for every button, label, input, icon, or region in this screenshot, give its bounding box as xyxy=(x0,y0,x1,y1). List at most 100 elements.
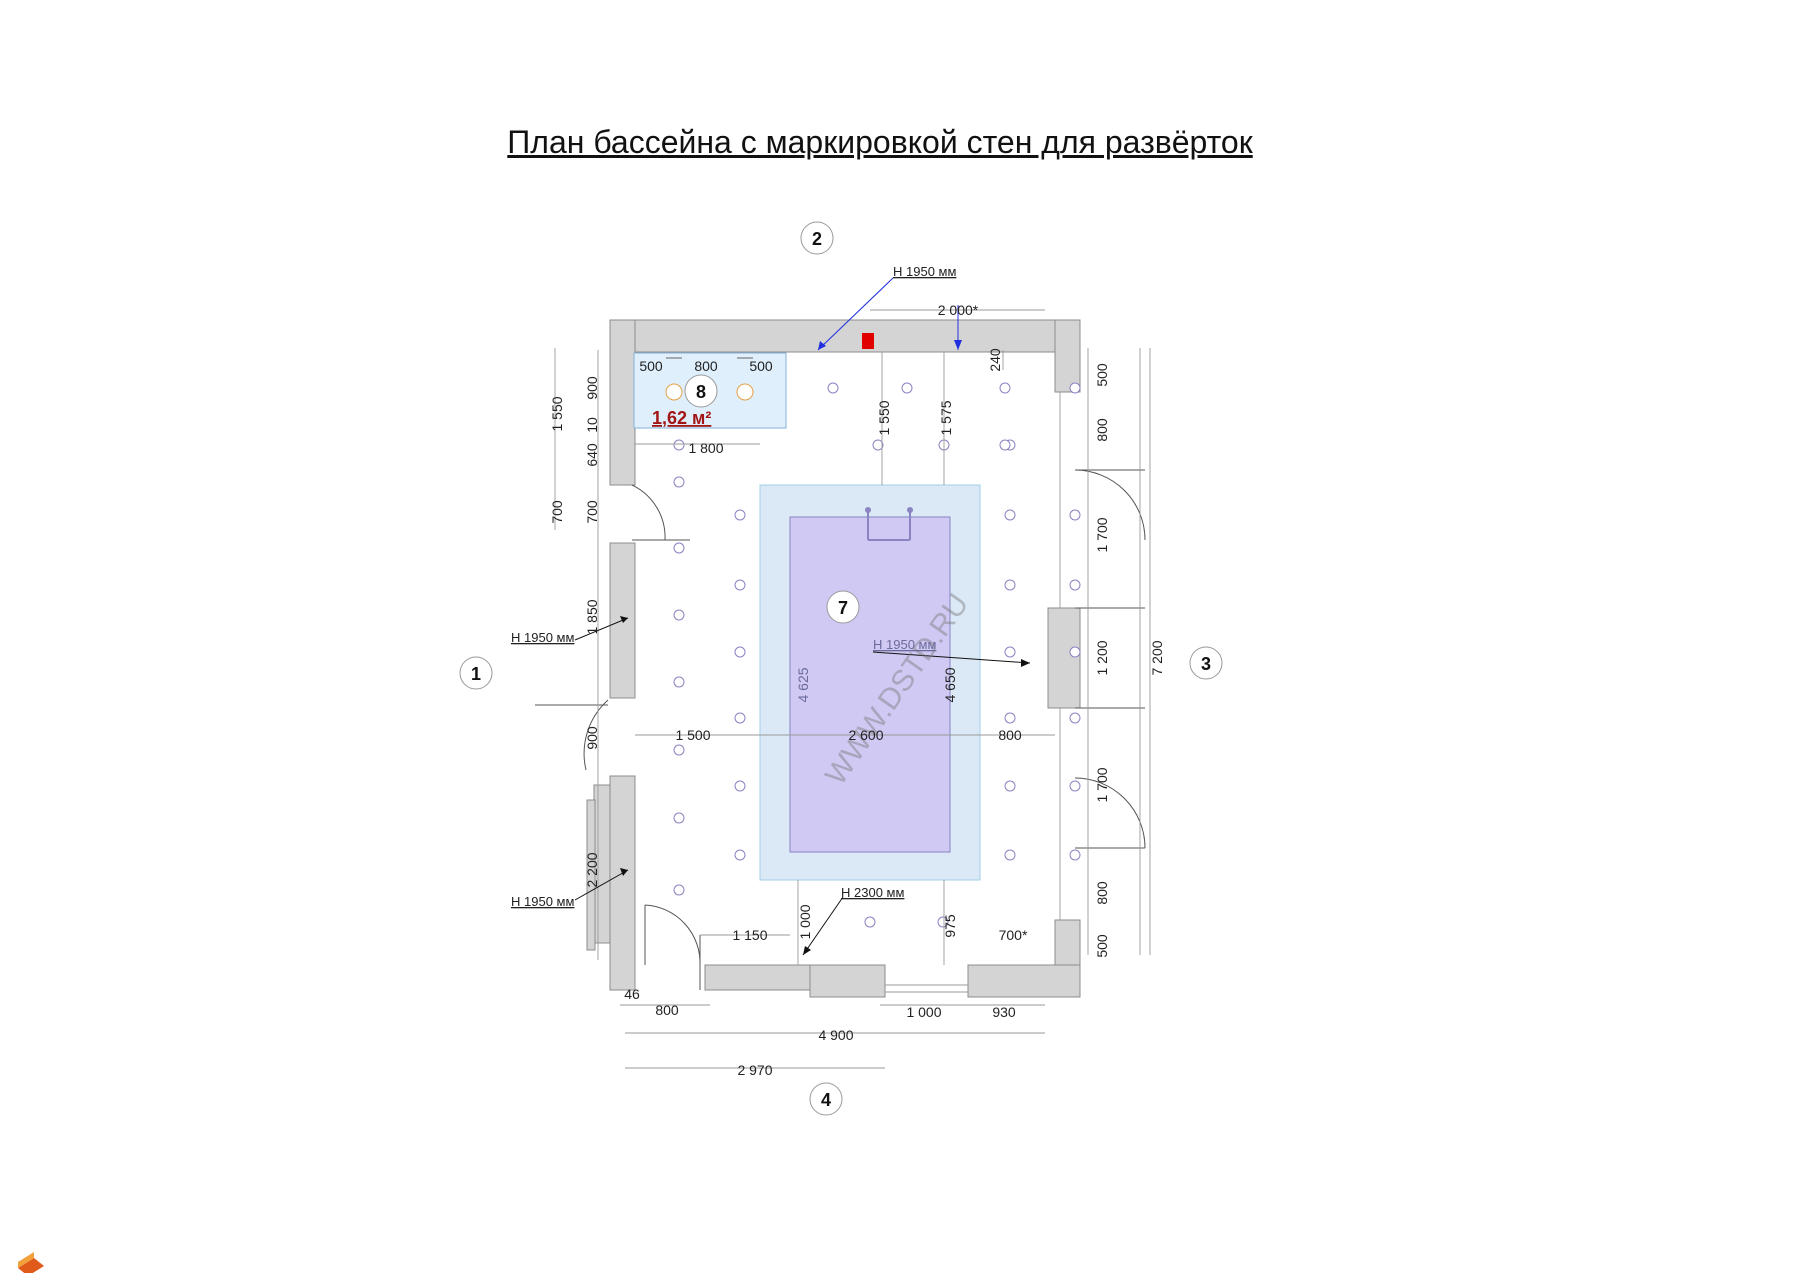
wall-top xyxy=(609,319,1081,353)
dim-h1150: 1 150 xyxy=(732,927,767,943)
dim-h800: 800 xyxy=(998,727,1022,743)
zone-marker-7: 7 xyxy=(826,590,860,624)
ceiling-light xyxy=(734,712,746,724)
ceiling-light xyxy=(1069,579,1081,591)
wall-bottom-c xyxy=(967,964,1081,998)
ceiling-light xyxy=(734,646,746,658)
wall-bottom-b xyxy=(809,964,886,998)
ceiling-light xyxy=(673,812,685,824)
height-label-top: H 1950 мм xyxy=(893,264,956,279)
wall-marker-3: 3 xyxy=(1189,646,1223,680)
dim-b2970: 2 970 xyxy=(737,1062,772,1078)
ceiling-light xyxy=(673,676,685,688)
dim-b800: 800 xyxy=(655,1002,679,1018)
dim-r1200: 1 200 xyxy=(1094,640,1110,675)
dimension-lines xyxy=(554,309,1151,1069)
dim-r1700b: 1 700 xyxy=(1094,767,1110,802)
dim-v700-outer: 700 xyxy=(549,500,565,524)
dim-r500b: 500 xyxy=(1094,934,1110,958)
dim-r800a: 800 xyxy=(1094,418,1110,442)
dim-z1800: 1 800 xyxy=(688,440,723,456)
height-label-left-upper: H 1950 мм xyxy=(511,630,574,645)
svg-text:4: 4 xyxy=(821,1090,831,1110)
ceiling-light xyxy=(1004,579,1016,591)
wall-marker-2: 2 xyxy=(800,221,834,255)
ceiling-light xyxy=(1069,712,1081,724)
svg-text:3: 3 xyxy=(1201,654,1211,674)
ceiling-light xyxy=(734,780,746,792)
height-label-left-lower: H 1950 мм xyxy=(511,894,574,909)
dim-b4900: 4 900 xyxy=(818,1027,853,1043)
dim-v900-door: 900 xyxy=(584,726,600,750)
door-right-bottom xyxy=(1074,777,1146,849)
dim-r7200: 7 200 xyxy=(1149,640,1165,675)
pool-ladder xyxy=(865,507,913,541)
dim-v900-left: 900 xyxy=(584,376,600,400)
dim-v1550-pool: 1 550 xyxy=(876,400,892,435)
ceiling-light xyxy=(872,439,884,451)
wall-left-c xyxy=(609,775,636,991)
height-label-right: H 1950 мм xyxy=(873,637,936,652)
dim-h1500: 1 500 xyxy=(675,727,710,743)
ceiling-light xyxy=(901,382,913,394)
ceiling-light xyxy=(673,884,685,896)
ceiling-light xyxy=(1004,849,1016,861)
ceiling-light xyxy=(999,439,1011,451)
dim-v1850: 1 850 xyxy=(584,599,600,634)
ceiling-light xyxy=(734,579,746,591)
dim-v10: 10 xyxy=(584,417,600,433)
dim-v1550-left: 1 550 xyxy=(549,396,565,431)
pool-basin xyxy=(789,516,951,853)
ceiling-light xyxy=(673,476,685,488)
ceiling-light xyxy=(673,744,685,756)
dim-b930: 930 xyxy=(992,1004,1016,1020)
dim-top-2000: 2 000* xyxy=(938,302,979,318)
logo-icon xyxy=(18,1252,44,1273)
ceiling-light xyxy=(1069,780,1081,792)
dim-d240: 240 xyxy=(987,348,1003,372)
door-bottom xyxy=(644,904,701,966)
wall-left-a xyxy=(609,319,636,486)
ceiling-light xyxy=(673,542,685,554)
ceiling-light xyxy=(937,916,949,928)
ceiling-light xyxy=(1069,646,1081,658)
wall-right-a xyxy=(1054,319,1081,393)
page-title: План бассейна с маркировкой стен для раз… xyxy=(507,124,1253,160)
ceiling-light xyxy=(673,439,685,451)
dim-h700s: 700* xyxy=(999,927,1028,943)
height-label-bottom: H 2300 мм xyxy=(841,885,904,900)
door-left-mid xyxy=(583,699,609,771)
area-label: 1,62 м² xyxy=(652,408,711,428)
dim-v4650: 4 650 xyxy=(942,667,958,702)
dim-b46: 46 xyxy=(624,986,640,1002)
svg-text:2: 2 xyxy=(812,229,822,249)
dim-h2600: 2 600 xyxy=(848,727,883,743)
ceiling-light xyxy=(1004,646,1016,658)
doors xyxy=(535,469,1146,990)
right-openings xyxy=(885,392,1061,993)
dim-v1000: 1 000 xyxy=(797,904,813,939)
dim-z500a: 500 xyxy=(639,358,663,374)
ceiling-light xyxy=(673,609,685,621)
dim-z800: 800 xyxy=(694,358,718,374)
ceiling-light xyxy=(1069,382,1081,394)
dim-v640: 640 xyxy=(584,443,600,467)
dim-z500b: 500 xyxy=(749,358,773,374)
ceiling-lights xyxy=(673,382,1081,928)
dim-v700-inner: 700 xyxy=(584,500,600,524)
svg-text:1: 1 xyxy=(471,664,481,684)
ceiling-light xyxy=(734,509,746,521)
dim-r800b: 800 xyxy=(1094,881,1110,905)
dim-r1700a: 1 700 xyxy=(1094,517,1110,552)
wall-left-stair2 xyxy=(586,799,596,951)
dim-v1575: 1 575 xyxy=(938,400,954,435)
ceiling-light xyxy=(864,916,876,928)
dim-r500a: 500 xyxy=(1094,363,1110,387)
door-right-top xyxy=(1074,469,1146,541)
height-arrows xyxy=(574,277,1031,956)
ceiling-light xyxy=(999,382,1011,394)
dim-v4625: 4 625 xyxy=(795,667,811,702)
svg-text:8: 8 xyxy=(696,382,706,402)
svg-text:7: 7 xyxy=(838,598,848,618)
